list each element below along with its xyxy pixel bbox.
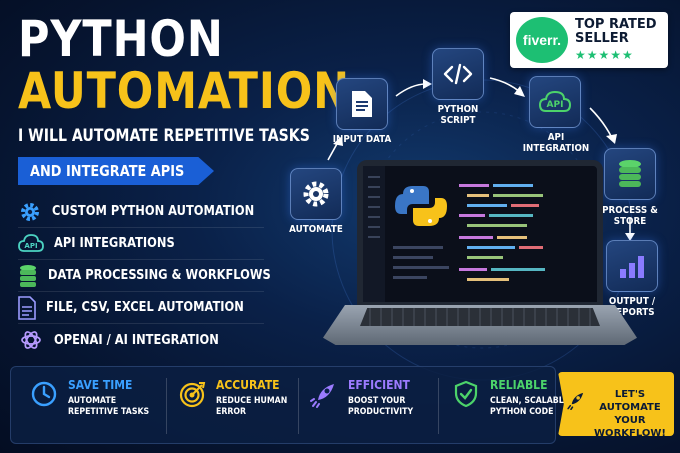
- feature-list: CUSTOM PYTHON AUTOMATION API API INTEGRA…: [18, 196, 271, 356]
- feature-label: API INTEGRATIONS: [54, 236, 175, 251]
- title-python: PYTHON: [18, 10, 224, 68]
- benefit-desc: CLEAN, SCALABLE PYTHON CODE: [490, 396, 570, 418]
- document-icon: [352, 91, 372, 117]
- title-automation: AUTOMATION: [18, 62, 350, 120]
- arrow-input-script: [395, 83, 427, 97]
- output-label-2: REPORTS: [609, 307, 655, 319]
- arrow-automate-input: [327, 141, 339, 161]
- rocket-icon: [310, 384, 334, 408]
- benefit-desc: AUTOMATE REPETITIVE TASKS: [68, 396, 150, 418]
- target-icon: [179, 382, 206, 408]
- feature-label: OPENAI / AI INTEGRATION: [54, 332, 219, 348]
- cta-line1: LET'S AUTOMATE: [599, 389, 661, 413]
- feature-item: CUSTOM PYTHON AUTOMATION: [18, 196, 264, 228]
- code-icon: [443, 63, 473, 85]
- cta-text[interactable]: LET'S AUTOMATE YOUR WORKFLOW!: [585, 388, 675, 440]
- input-data-node: [336, 78, 388, 130]
- python-logo-icon: [395, 186, 447, 226]
- svg-text:API: API: [547, 100, 564, 110]
- python-script-node: [432, 48, 484, 100]
- badge-line2: SELLER: [575, 31, 629, 46]
- feature-label: DATA PROCESSING & WORKFLOWS: [48, 268, 271, 283]
- laptop-keyboard: [360, 308, 600, 326]
- output-reports-label: OUTPUT / REPORTS: [591, 296, 674, 319]
- automate-node: [290, 168, 342, 220]
- api-integration-node: API: [529, 76, 581, 128]
- database-icon: [619, 160, 641, 187]
- shield-check-icon: [454, 380, 478, 408]
- process-store-node: [604, 148, 656, 200]
- output-reports-node: [606, 240, 658, 292]
- benefit-title: RELIABLE: [490, 378, 548, 392]
- api-integration-label: API INTEGRATION: [522, 132, 590, 155]
- api-cloud-icon: API: [538, 90, 572, 112]
- file-icon: [18, 295, 36, 321]
- divider: [298, 378, 299, 434]
- feature-item: FILE, CSV, EXCEL AUTOMATION: [18, 292, 264, 324]
- feature-label: FILE, CSV, EXCEL AUTOMATION: [46, 300, 244, 315]
- openai-icon: [18, 327, 44, 353]
- feature-item: OPENAI / AI INTEGRATION: [18, 324, 264, 356]
- subtitle: I WILL AUTOMATE REPETITIVE TASKS: [18, 126, 310, 146]
- feature-item: DATA PROCESSING & WORKFLOWS: [18, 260, 271, 292]
- python-script-label: PYTHON SCRIPT: [417, 104, 500, 127]
- gear-icon: [303, 181, 329, 207]
- rating-stars: ★★★★★: [575, 47, 634, 62]
- fiverr-brand: fiverr.: [522, 32, 562, 48]
- ribbon-banner: AND INTEGRATE APIS: [18, 157, 214, 185]
- fiverr-logo: fiverr.: [516, 17, 568, 63]
- code-editor-screen: [363, 166, 545, 302]
- badge-line1: TOP RATED: [575, 17, 657, 33]
- python-script-label-2: SCRIPT: [440, 115, 476, 127]
- benefit-desc: REDUCE HUMAN ERROR: [216, 396, 288, 418]
- ribbon-text: AND INTEGRATE APIS: [30, 162, 185, 180]
- svg-text:API: API: [24, 242, 37, 250]
- divider: [166, 378, 167, 434]
- benefit-title: ACCURATE: [216, 378, 280, 392]
- benefit-title: SAVE TIME: [68, 378, 133, 392]
- divider: [438, 378, 439, 434]
- bar-chart-icon: [620, 256, 644, 278]
- database-icon: [18, 263, 38, 289]
- benefit-title: EFFICIENT: [348, 378, 410, 392]
- process-store-label: PROCESS & STORE: [602, 205, 658, 228]
- cta-banner[interactable]: [558, 372, 674, 436]
- feature-label: CUSTOM PYTHON AUTOMATION: [52, 204, 255, 219]
- api-cloud-icon: API: [18, 231, 44, 257]
- rocket-icon: [567, 392, 584, 410]
- top-rated-badge: fiverr. TOP RATED SELLER ★★★★★: [510, 12, 668, 68]
- feature-item: API API INTEGRATIONS: [18, 228, 264, 260]
- clock-icon: [31, 381, 57, 407]
- automate-label: AUTOMATE: [289, 224, 343, 235]
- benefit-desc: BOOST YOUR PRODUCTIVITY: [348, 396, 414, 418]
- cta-line2: YOUR WORKFLOW!: [594, 415, 666, 439]
- output-label-1: OUTPUT /: [608, 296, 656, 307]
- python-script-label-1: PYTHON: [437, 104, 479, 115]
- laptop-screen: [357, 160, 603, 308]
- input-data-label: INPUT DATA: [332, 134, 392, 145]
- gear-icon: [18, 199, 42, 225]
